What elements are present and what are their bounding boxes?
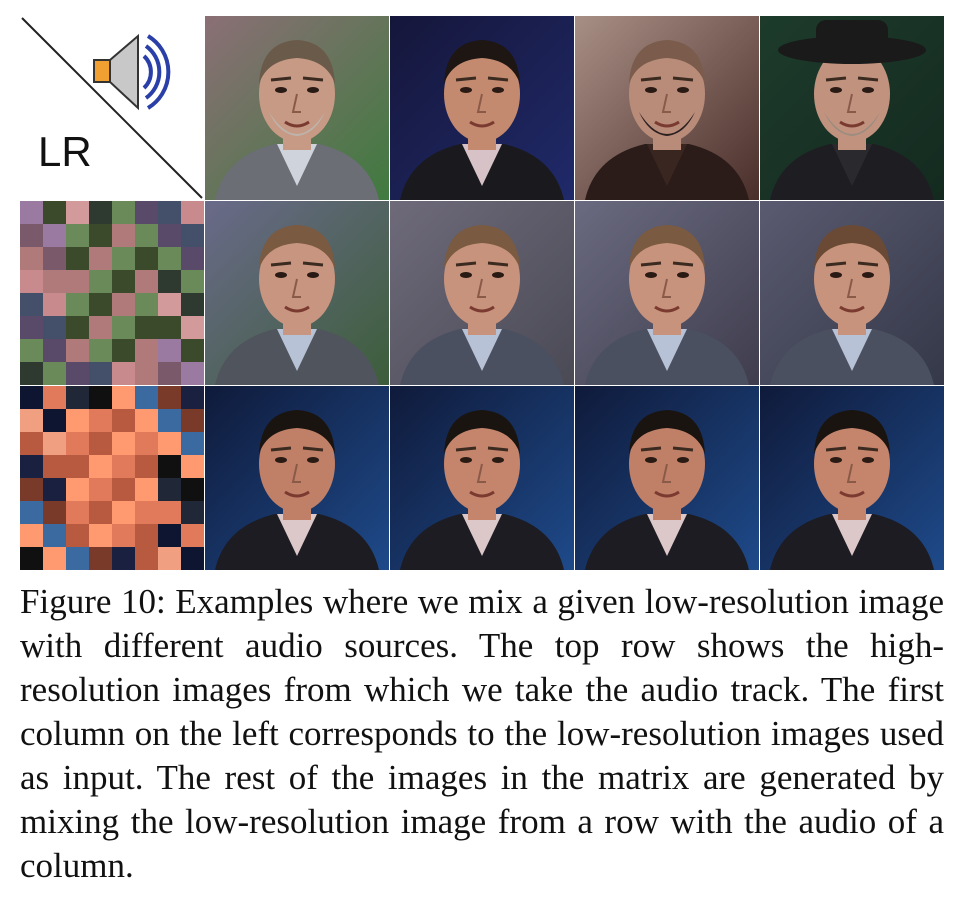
audio-source-face-image xyxy=(205,16,389,200)
figure-grid: LR xyxy=(20,16,944,570)
generated-face-image xyxy=(760,201,944,385)
audio-source-face-image xyxy=(390,16,574,200)
generated-face-image xyxy=(205,386,389,570)
audio-source-face-image xyxy=(760,16,944,200)
figure-caption: Figure 10: Examples where we mix a given… xyxy=(20,582,944,885)
generated-face-image xyxy=(575,201,759,385)
generated-face-image xyxy=(760,386,944,570)
lr-label: LR xyxy=(38,128,92,175)
speaker-icon xyxy=(93,33,171,111)
corner-cell: LR xyxy=(20,16,204,200)
generated-face-image xyxy=(575,386,759,570)
generated-face-image xyxy=(390,386,574,570)
audio-source-face-image xyxy=(575,16,759,200)
generated-face-image xyxy=(205,201,389,385)
low-res-input-image xyxy=(20,386,204,570)
low-res-input-image xyxy=(20,201,204,385)
generated-face-image xyxy=(390,201,574,385)
